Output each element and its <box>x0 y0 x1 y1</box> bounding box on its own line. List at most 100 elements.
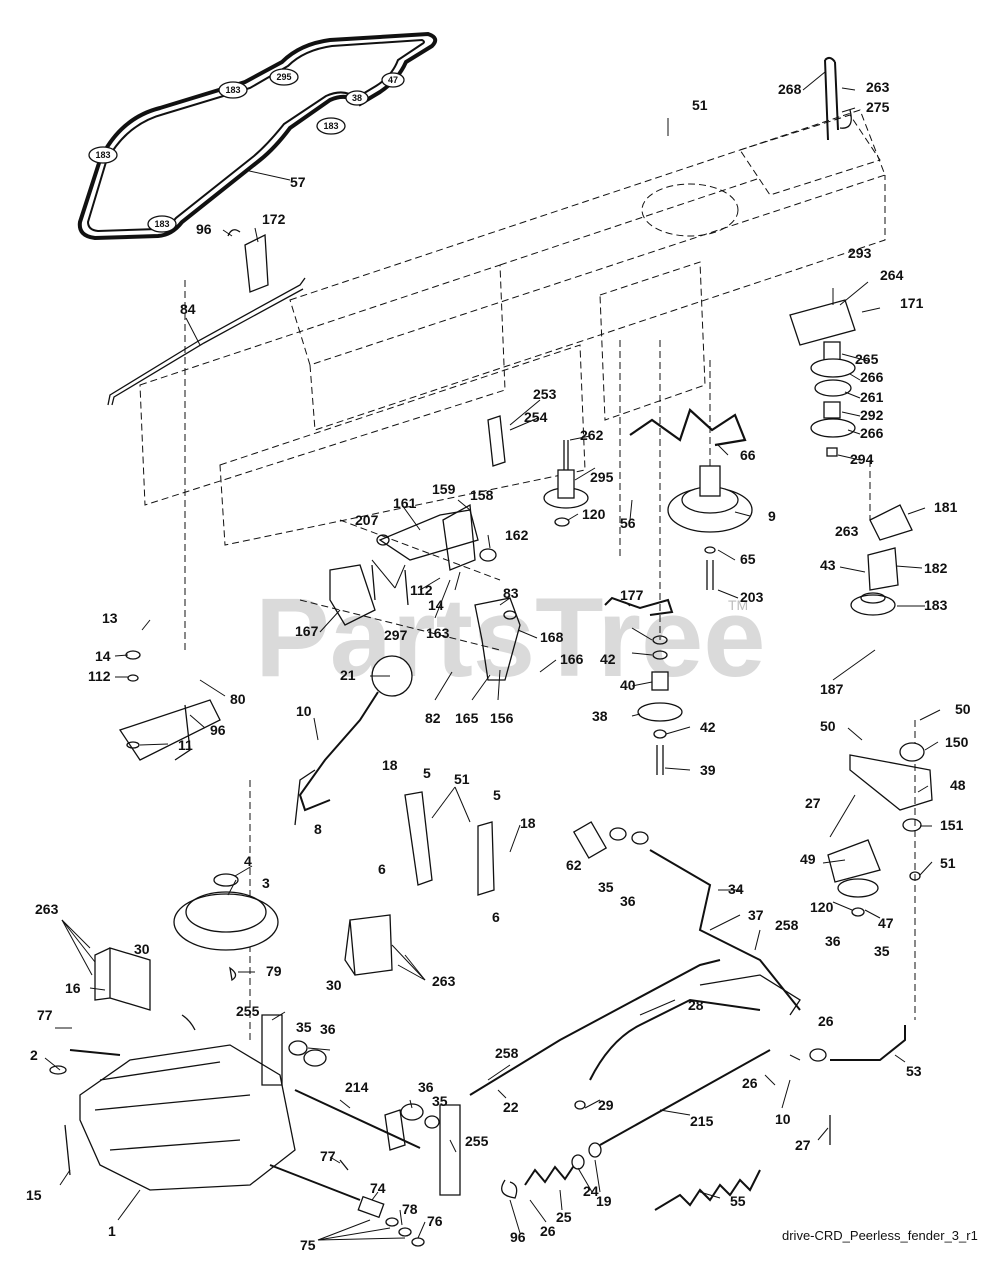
belt-tag-38: 38 <box>345 90 369 106</box>
callout-49: 49 <box>800 851 816 867</box>
callout-266b: 266 <box>860 425 884 441</box>
callout-28: 28 <box>688 997 704 1013</box>
callout-36: 36 <box>620 893 636 909</box>
watermark-text: PartsTree <box>255 575 766 700</box>
tractor-frame <box>139 109 916 1040</box>
callout-263b: 263 <box>835 523 859 539</box>
callout-96c: 96 <box>510 1229 526 1245</box>
callout-181: 181 <box>934 499 958 515</box>
callout-5b: 5 <box>493 787 501 803</box>
callout-42b: 42 <box>700 719 716 735</box>
svg-text:183: 183 <box>323 121 338 131</box>
callout-57: 57 <box>290 174 306 190</box>
callout-36c: 36 <box>320 1021 336 1037</box>
callout-10: 10 <box>296 703 312 719</box>
callout-255b: 255 <box>465 1133 489 1149</box>
callout-5: 5 <box>423 765 431 781</box>
callout-38: 38 <box>592 708 608 724</box>
callout-2: 2 <box>30 1047 38 1063</box>
callout-80: 80 <box>230 691 246 707</box>
callout-78: 78 <box>402 1201 418 1217</box>
callout-82: 82 <box>425 710 441 726</box>
callout-255: 255 <box>236 1003 260 1019</box>
callout-53: 53 <box>906 1063 922 1079</box>
callout-27b: 27 <box>795 1137 811 1153</box>
callout-177: 177 <box>620 587 644 603</box>
belt-tag-295: 295 <box>269 68 299 86</box>
svg-text:183: 183 <box>225 85 240 95</box>
callout-187: 187 <box>820 681 844 697</box>
svg-text:38: 38 <box>352 93 362 103</box>
callout-11: 11 <box>178 737 193 753</box>
callout-3: 3 <box>262 875 270 891</box>
callout-294: 294 <box>850 451 874 467</box>
callout-74: 74 <box>370 1180 386 1196</box>
callout-30b: 30 <box>326 977 342 993</box>
callout-50b: 50 <box>955 701 971 717</box>
callout-35d: 35 <box>432 1093 448 1109</box>
callout-253: 253 <box>533 386 557 402</box>
callout-83: 83 <box>503 585 519 601</box>
callout-4: 4 <box>244 853 252 869</box>
callout-168: 168 <box>540 629 564 645</box>
diagram-caption: drive-CRD_Peerless_fender_3_r1 <box>782 1228 978 1243</box>
callout-14b: 14 <box>95 648 111 664</box>
belt-tag-183a: 183 <box>218 81 248 99</box>
callout-77: 77 <box>37 1007 53 1023</box>
callout-183: 183 <box>924 597 948 613</box>
callout-66: 66 <box>740 447 756 463</box>
callout-39: 39 <box>700 762 716 778</box>
callout-292: 292 <box>860 407 884 423</box>
callout-14: 14 <box>428 597 444 613</box>
belt-pulley-tags: 183 295 47 38 183 183 183 <box>88 68 405 233</box>
callout-161: 161 <box>393 495 417 511</box>
svg-text:183: 183 <box>95 150 110 160</box>
callout-263c: 263 <box>35 901 59 917</box>
callout-1: 1 <box>108 1223 116 1239</box>
callout-165: 165 <box>455 710 479 726</box>
callout-265: 265 <box>855 351 879 367</box>
belt-tag-183c: 183 <box>88 146 118 164</box>
callout-62: 62 <box>566 857 582 873</box>
callout-162: 162 <box>505 527 529 543</box>
callout-163: 163 <box>426 625 450 641</box>
callout-27: 27 <box>805 795 821 811</box>
callout-numbers: 57 51 268 263 275 96 172 84 293 264 171 … <box>26 79 971 1253</box>
callout-151: 151 <box>940 817 964 833</box>
callout-84: 84 <box>180 301 196 317</box>
callout-40: 40 <box>620 677 636 693</box>
callout-42: 42 <box>600 651 616 667</box>
callout-207: 207 <box>355 512 379 528</box>
callout-18: 18 <box>382 757 398 773</box>
callout-36d: 36 <box>418 1079 434 1095</box>
callout-262: 262 <box>580 427 604 443</box>
callout-182: 182 <box>924 560 948 576</box>
callout-215: 215 <box>690 1113 714 1129</box>
callout-55: 55 <box>730 1193 746 1209</box>
svg-text:183: 183 <box>154 219 169 229</box>
callout-8: 8 <box>314 821 322 837</box>
callout-266: 266 <box>860 369 884 385</box>
svg-text:295: 295 <box>276 72 291 82</box>
callout-19: 19 <box>596 1193 612 1209</box>
callout-293: 293 <box>848 245 872 261</box>
parts-linework <box>49 56 933 1247</box>
callout-268: 268 <box>778 81 802 97</box>
callout-79: 79 <box>266 963 282 979</box>
callout-203: 203 <box>740 589 764 605</box>
callout-26: 26 <box>818 1013 834 1029</box>
callout-159: 159 <box>432 481 456 497</box>
callout-9: 9 <box>768 508 776 524</box>
svg-text:47: 47 <box>388 75 398 85</box>
callout-264: 264 <box>880 267 904 283</box>
callout-156: 156 <box>490 710 514 726</box>
callout-35c: 35 <box>296 1019 312 1035</box>
callout-96b: 96 <box>210 722 226 738</box>
callout-51: 51 <box>692 97 708 113</box>
callout-16: 16 <box>65 980 81 996</box>
callout-258: 258 <box>775 917 799 933</box>
callout-254: 254 <box>524 409 548 425</box>
callout-21: 21 <box>340 667 356 683</box>
callout-15: 15 <box>26 1187 42 1203</box>
